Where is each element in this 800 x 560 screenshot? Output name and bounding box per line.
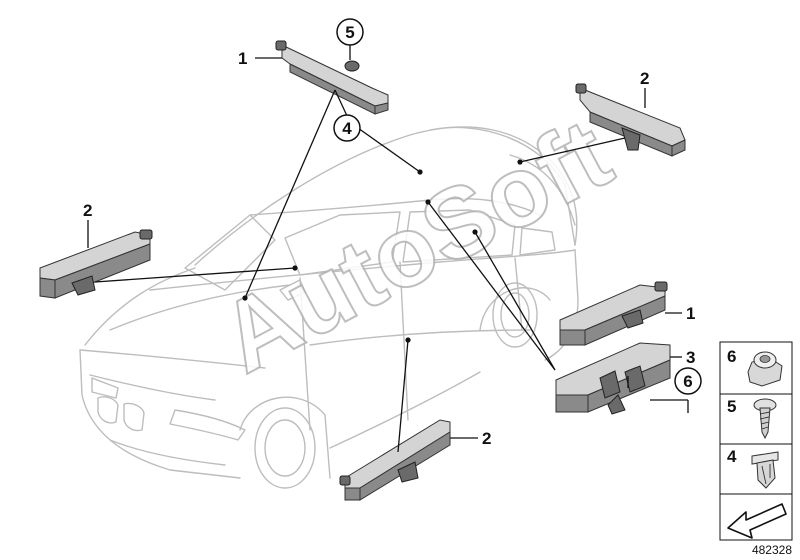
diagram-id: 482328 [752,543,792,557]
legend-panel: 6 5 4 [719,341,793,541]
screw-icon [753,398,777,440]
car-outline [79,126,579,489]
antenna-part-top [275,40,389,115]
mount-points [242,159,523,343]
callout-6-circle [674,367,702,395]
callout-5-label: 5 [345,23,354,42]
legend-number-5: 5 [727,397,736,416]
arrow-icon [727,503,787,539]
legend-number-6: 6 [727,347,736,366]
callout-1-right: 1 [686,304,695,323]
clip-rivet-icon [751,451,779,489]
antenna-part-topright [575,83,686,157]
callout-2-bottom: 2 [482,429,491,448]
callout-2-topright: 2 [640,69,649,88]
callout-3-right: 3 [686,348,695,367]
legend-cell-4 [719,443,793,495]
legend-number-4: 4 [727,447,737,466]
callout-4-label: 4 [342,119,352,138]
bracket-part [555,342,671,415]
callout-4-circle [333,114,361,142]
antenna-part-bottom [339,419,451,501]
nut-icon [747,351,783,387]
antenna-part-left [39,229,153,299]
watermark-text: AutoSoft [203,97,628,394]
antenna-part-right [559,281,668,346]
leader-lines [87,45,689,453]
callout-2-left: 2 [83,201,92,220]
callout-6-label: 6 [683,372,692,391]
callout-1-upper: 1 [238,49,247,68]
callout-5-circle [336,18,364,46]
